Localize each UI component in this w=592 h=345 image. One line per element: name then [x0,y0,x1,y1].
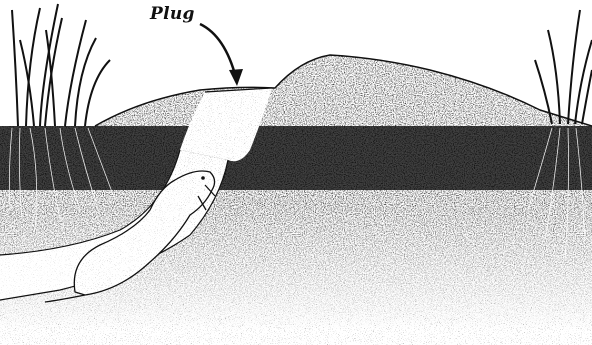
grass-left [12,4,110,126]
dirt-mound [95,55,592,126]
plug-arrow [200,24,243,86]
plug-label: Plug [150,4,195,24]
grass-right [535,10,592,124]
